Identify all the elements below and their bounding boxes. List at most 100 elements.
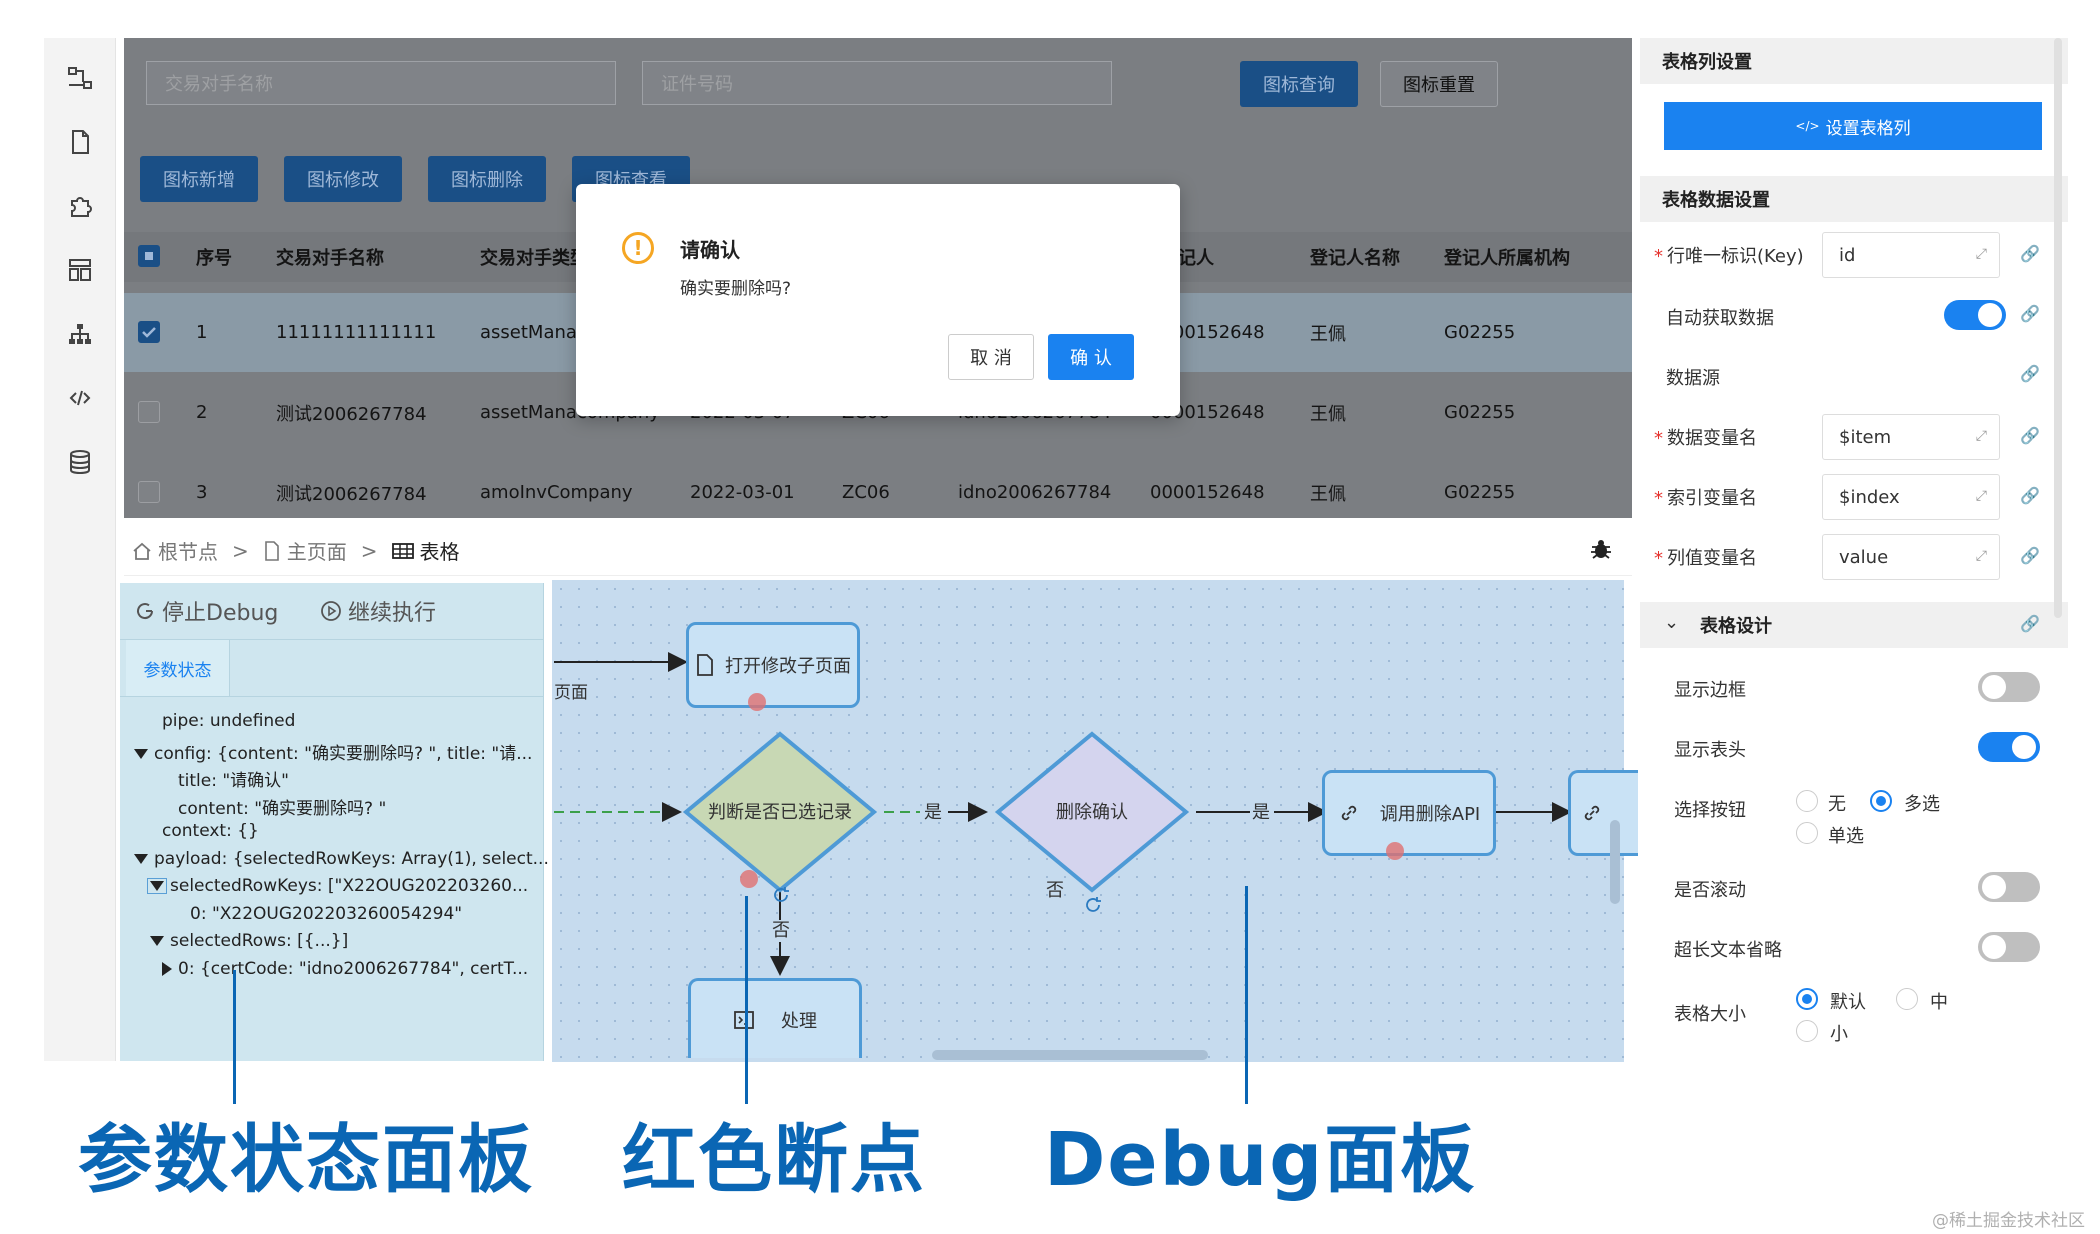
size-middle-radio[interactable] — [1896, 988, 1918, 1010]
confirm-button[interactable]: 确 认 — [1048, 334, 1134, 380]
layout-icon[interactable] — [44, 238, 116, 302]
link-icon[interactable]: 🔗 — [2020, 364, 2040, 383]
size-default-label: 默认 — [1830, 992, 1866, 1013]
tree-node[interactable]: 0: {certCode: "idno2006267784", certT... — [162, 959, 528, 979]
index-var-input[interactable]: $index⤢ — [1822, 474, 2000, 520]
size-small-radio[interactable] — [1796, 1020, 1818, 1042]
call-delete-api-node[interactable]: 调用删除API — [1322, 770, 1496, 856]
confirm-delete-node-label[interactable]: 删除确认 — [1056, 802, 1128, 823]
auto-fetch-toggle[interactable] — [1944, 300, 2006, 330]
select-none-radio[interactable] — [1796, 790, 1818, 812]
no-edge-label: 否 — [772, 920, 790, 941]
expand-icon[interactable]: ⤢ — [1975, 488, 1987, 504]
link-icon[interactable]: 🔗 — [2020, 244, 2040, 263]
row-checkbox[interactable] — [138, 401, 160, 423]
caret-down-icon[interactable] — [147, 878, 167, 894]
expand-icon[interactable]: ⤢ — [1975, 548, 1987, 564]
tree-node[interactable]: config: {content: "确实要删除吗? ", title: "请.… — [134, 739, 532, 764]
bug-icon[interactable] — [1590, 538, 1612, 560]
breadcrumb-table[interactable]: 表格 — [419, 540, 460, 564]
caret-down-icon[interactable] — [134, 748, 148, 759]
tree-node: content: "确实要删除吗? " — [178, 794, 386, 819]
link-icon[interactable]: 🔗 — [2020, 614, 2040, 633]
page-icon[interactable] — [44, 110, 116, 174]
database-icon[interactable] — [44, 430, 116, 494]
key-input[interactable]: id⤢ — [1822, 232, 2000, 278]
datasource-label: 数据源 — [1666, 368, 1720, 389]
code-icon[interactable] — [44, 366, 116, 430]
header-reg: 记人 — [1178, 248, 1214, 269]
show-header-toggle[interactable] — [1978, 732, 2040, 762]
table-row[interactable]: 3 测试2006267784 amoInvCompany 2022-03-01 … — [124, 453, 1632, 518]
select-single-radio[interactable] — [1796, 822, 1818, 844]
scroll-toggle[interactable] — [1978, 872, 2040, 902]
col-var-input[interactable]: value⤢ — [1822, 534, 2000, 580]
set-columns-button[interactable]: </> 设置表格列 — [1664, 102, 2042, 150]
chevron-down-icon[interactable]: ⌄ — [1664, 612, 1680, 633]
plugin-icon[interactable] — [44, 174, 116, 238]
stop-debug-button[interactable]: 停止Debug — [134, 595, 278, 627]
query-button[interactable]: 图标查询 — [1240, 61, 1358, 107]
row-type: assetManac — [480, 322, 587, 343]
expand-icon[interactable]: ⤢ — [1975, 246, 1987, 262]
breadcrumb-root[interactable]: 根节点 — [158, 540, 218, 564]
caret-down-icon[interactable] — [150, 936, 164, 946]
counterparty-name-input[interactable]: 交易对手名称 — [146, 61, 616, 105]
panel-scrollbar[interactable] — [2054, 38, 2062, 618]
link-icon[interactable]: 🔗 — [2020, 486, 2040, 505]
ellipsis-toggle[interactable] — [1978, 932, 2040, 962]
breadcrumb-page[interactable]: 主页面 — [286, 540, 347, 564]
select-all-checkbox[interactable] — [138, 245, 160, 267]
caret-right-icon[interactable] — [162, 961, 172, 976]
tab-param-state[interactable]: 参数状态 — [126, 640, 230, 696]
cancel-button[interactable]: 取 消 — [948, 334, 1034, 380]
terminal-icon — [734, 1010, 754, 1029]
tree-node[interactable]: selectedRowKeys: ["X22OUG202203260... — [147, 876, 528, 896]
row-checkbox[interactable] — [138, 481, 160, 503]
tree-icon[interactable] — [44, 302, 116, 366]
continue-button[interactable]: 继续执行 — [320, 595, 436, 627]
show-border-label: 显示边框 — [1674, 680, 1746, 701]
param-state-panel: 停止Debug 继续执行 参数状态 pipe: undefined config:… — [120, 583, 549, 1061]
judge-node-label[interactable]: 判断是否已选记录 — [708, 802, 852, 823]
design-section-title[interactable]: 表格设计 — [1640, 602, 2068, 648]
caret-down-icon[interactable] — [134, 853, 148, 864]
no-edge-label: 否 — [1046, 880, 1064, 901]
tree-node[interactable]: selectedRows: [{...}] — [150, 931, 348, 951]
link-icon[interactable]: 🔗 — [2020, 426, 2040, 445]
data-var-input[interactable]: $item⤢ — [1822, 414, 2000, 460]
add-button[interactable]: 图标新增 — [140, 156, 258, 202]
row-reg-org: G02255 — [1444, 322, 1516, 343]
delete-button[interactable]: 图标删除 — [428, 156, 546, 202]
vertical-scrollbar[interactable] — [1610, 820, 1620, 904]
link-icon[interactable]: 🔗 — [2020, 304, 2040, 323]
size-default-radio[interactable] — [1796, 988, 1818, 1010]
tree-node-text: context: {} — [162, 821, 259, 841]
breakpoint-dot[interactable] — [1386, 842, 1404, 860]
row-checkbox[interactable] — [138, 321, 160, 343]
cert-number-input[interactable]: 证件号码 — [642, 61, 1112, 105]
tree-node-text: pipe: undefined — [162, 711, 296, 731]
open-child-page-node[interactable]: 打开修改子页面 — [686, 622, 860, 708]
row-type: amoInvCompany — [480, 482, 633, 503]
reset-button[interactable]: 图标重置 — [1380, 61, 1498, 107]
index-var-label: *索引变量名 — [1654, 488, 1757, 509]
select-multi-radio[interactable] — [1870, 790, 1892, 812]
link-icon[interactable]: 🔗 — [2020, 546, 2040, 565]
col-var-label: *列值变量名 — [1654, 548, 1757, 569]
expand-icon[interactable]: ⤢ — [1975, 428, 1987, 444]
edit-button[interactable]: 图标修改 — [284, 156, 402, 202]
horizontal-scrollbar[interactable] — [932, 1050, 1208, 1060]
flow-icon[interactable] — [44, 46, 116, 110]
next-api-node[interactable] — [1568, 770, 1638, 856]
tree-node[interactable]: payload: {selectedRowKeys: Array(1), sel… — [134, 849, 549, 869]
show-border-toggle[interactable] — [1978, 672, 2040, 702]
link-icon — [1341, 805, 1356, 821]
set-columns-label: 设置表格列 — [1825, 118, 1911, 139]
breakpoint-dot[interactable] — [740, 870, 758, 888]
call-api-label: 调用删除API — [1379, 804, 1481, 825]
process-node[interactable]: 处理 — [688, 978, 862, 1058]
breakpoint-dot[interactable] — [748, 693, 766, 711]
key-label: *行唯一标识(Key) — [1654, 246, 1804, 267]
row-index: 2 — [196, 402, 208, 423]
